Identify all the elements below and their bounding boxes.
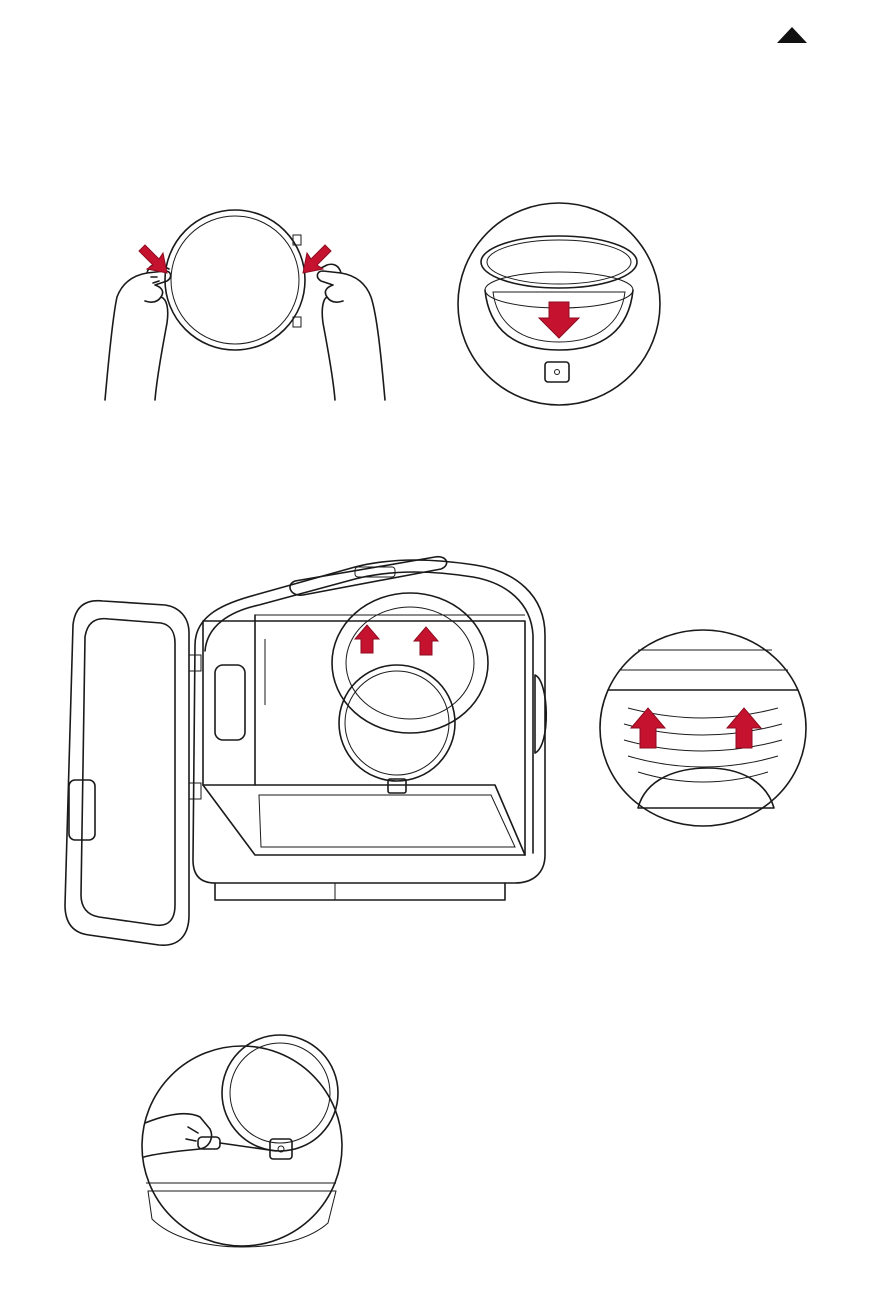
vent-up-arrows-illustration <box>598 628 808 828</box>
screwdriver-filter-illustration <box>140 1043 345 1250</box>
hands-filter-illustration <box>95 205 395 405</box>
scroll-up-button[interactable] <box>777 27 807 43</box>
filter-down-arrow-illustration <box>455 200 663 408</box>
triangle-up-icon <box>777 27 807 43</box>
dryer-cabinet-illustration <box>55 555 560 950</box>
